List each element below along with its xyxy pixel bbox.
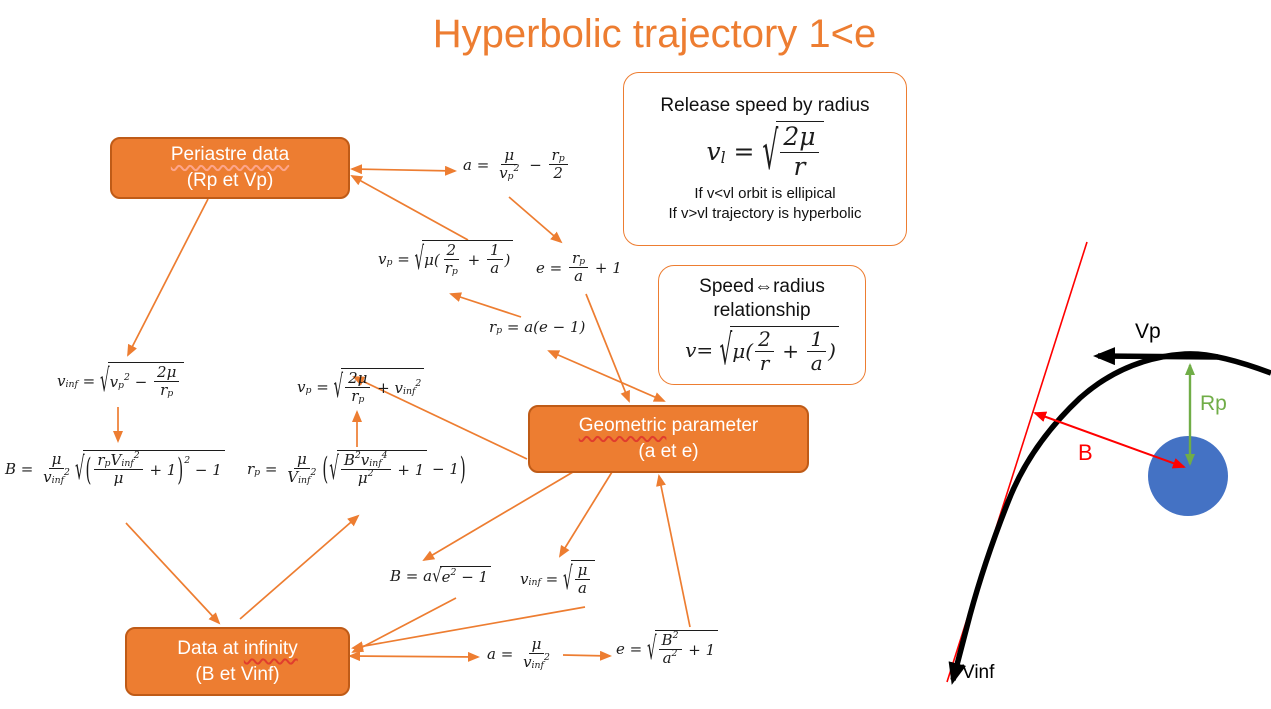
trajectory-drawing — [946, 241, 1271, 685]
speed-radius-title-line1: Speed⇔radius — [699, 276, 825, 298]
arrow-rp-geometric — [547, 350, 666, 402]
arrow-vp-to-periastre — [350, 175, 469, 241]
arrow-rpae-to-vp — [449, 292, 522, 318]
arrow-avinf-to-eBa — [562, 650, 612, 661]
periastre-data-box: Periastre data (Rp et Vp) — [110, 137, 350, 199]
arrow-geometric-to-Bae — [422, 471, 574, 562]
b-label: B — [1078, 440, 1093, 465]
rp-label: Rp — [1200, 392, 1227, 415]
arrow-e-to-geometric — [585, 293, 630, 403]
vinf-label: Vinf — [962, 662, 995, 683]
arrow-Bae-to-infinity — [351, 597, 457, 653]
periastre-box-line2: (Rp et Vp) — [186, 170, 274, 191]
arrow-geometric-to-vinfa — [558, 471, 613, 558]
release-callout-note1: If v<vl orbit is ellipical — [694, 184, 836, 202]
arrow-infinity-avinf — [348, 651, 480, 662]
speed-radius-title-line2: relationship — [713, 300, 811, 321]
arrow-infinity-to-rp — [239, 514, 360, 620]
vp-vector-arrow — [1093, 347, 1219, 366]
b-vector-arrow — [1033, 411, 1186, 469]
planet-circle — [1148, 436, 1228, 516]
arrow-a-to-e — [508, 196, 563, 244]
geometric-box-line2: (a et e) — [638, 441, 699, 462]
arrow-eBa-to-geometric — [656, 474, 691, 628]
arrow-geometric-to-vpmid — [352, 376, 528, 460]
page-title: Hyperbolic trajectory 1<e — [432, 12, 877, 56]
data-at-infinity-box: Data at infinity (B et Vinf) — [125, 627, 350, 696]
arrow-periastre-a — [350, 164, 457, 176]
geometric-box-line1: Geometric parameter — [578, 415, 759, 437]
geometric-parameter-box: Geometric parameter (a et e) — [528, 405, 809, 473]
infinity-box-line1: Data at infinity — [177, 637, 298, 659]
release-callout-note2: If v>vl trajectory is hyperbolic — [668, 205, 862, 223]
periastre-box-line1: Periastre data — [170, 144, 290, 166]
arrow-periastre-to-vinf — [127, 198, 209, 357]
arrow-vinfa-to-infinity — [351, 606, 586, 652]
connector-arrows — [113, 164, 691, 662]
release-callout-title: Release speed by radius — [660, 94, 870, 116]
infinity-box-line2: (B et Vinf) — [195, 663, 280, 685]
arrow-B-to-infinity — [125, 522, 221, 625]
vp-label: Vp — [1135, 320, 1161, 343]
